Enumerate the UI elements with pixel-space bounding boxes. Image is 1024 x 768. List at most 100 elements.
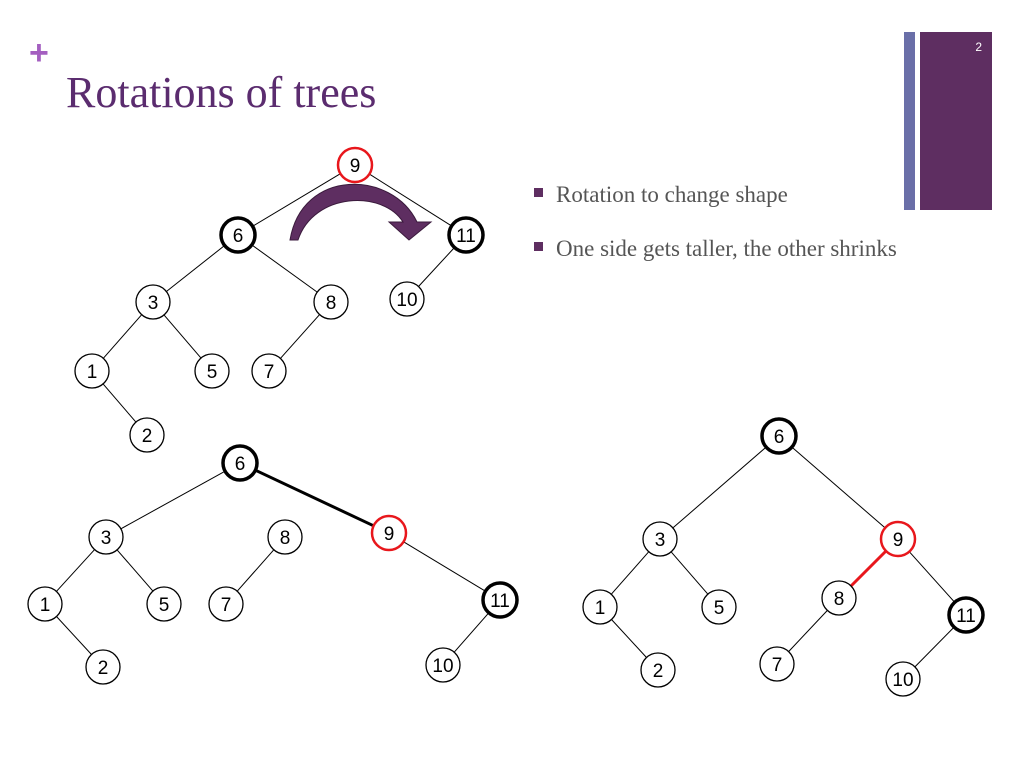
original-tree-edge bbox=[102, 314, 143, 359]
intermediate-tree-edge bbox=[120, 470, 226, 530]
node-label: 10 bbox=[892, 670, 913, 691]
node-circle bbox=[219, 216, 257, 254]
bullet-list: Rotation to change shape One side gets t… bbox=[534, 178, 904, 286]
intermediate-tree-edge bbox=[56, 616, 92, 655]
intermediate-tree-edge bbox=[403, 541, 486, 592]
node-label: 1 bbox=[40, 595, 51, 616]
node-circle bbox=[879, 520, 917, 558]
accent-bar-thin bbox=[904, 32, 915, 210]
node-circle bbox=[208, 586, 244, 622]
node-circle bbox=[267, 519, 303, 555]
bullet-text: Rotation to change shape bbox=[556, 182, 788, 207]
node-label: 6 bbox=[774, 427, 785, 448]
node-label: 11 bbox=[956, 606, 976, 627]
node-circle bbox=[370, 514, 408, 552]
intermediate-tree-node: 1 bbox=[27, 586, 63, 622]
node-circle bbox=[251, 353, 287, 389]
original-tree-node: 6 bbox=[219, 216, 257, 254]
rotated-tree-node: 6 bbox=[760, 417, 798, 455]
original-tree-edge bbox=[251, 244, 318, 293]
node-circle bbox=[760, 417, 798, 455]
bullet-item: Rotation to change shape bbox=[534, 178, 904, 212]
rotated-tree-node: 2 bbox=[640, 652, 676, 688]
node-circle bbox=[194, 353, 230, 389]
node-label: 6 bbox=[233, 226, 244, 247]
rotated-tree-edge bbox=[914, 626, 955, 668]
rotated-tree-edge bbox=[849, 549, 888, 588]
original-tree-edge bbox=[163, 314, 202, 359]
rotated-tree-edge bbox=[670, 551, 709, 595]
node-circle bbox=[947, 596, 985, 634]
original-tree-edge bbox=[252, 173, 341, 227]
slide-title: Rotations of trees bbox=[66, 68, 377, 117]
bullet-text: One side gets taller, the other shrinks bbox=[556, 236, 897, 261]
intermediate-tree-node: 11 bbox=[481, 581, 519, 619]
original-tree-node: 8 bbox=[313, 284, 349, 320]
intermediate-tree-edge bbox=[453, 612, 490, 653]
rotated-tree-node: 3 bbox=[642, 521, 678, 557]
intermediate-tree-node: 10 bbox=[425, 647, 461, 683]
node-label: 10 bbox=[432, 656, 453, 677]
intermediate-tree-node: 8 bbox=[267, 519, 303, 555]
node-circle bbox=[759, 646, 795, 682]
rotated-tree-node: 8 bbox=[821, 580, 857, 616]
node-circle bbox=[313, 284, 349, 320]
node-label: 11 bbox=[490, 591, 510, 612]
node-label: 1 bbox=[595, 598, 606, 619]
node-circle bbox=[74, 353, 110, 389]
original-tree-edge bbox=[280, 314, 320, 359]
intermediate-tree-edge bbox=[236, 549, 275, 592]
bullet-item: One side gets taller, the other shrinks bbox=[534, 232, 904, 266]
node-label: 3 bbox=[148, 293, 159, 314]
node-label: 5 bbox=[159, 595, 170, 616]
original-tree-edge bbox=[102, 383, 137, 423]
node-label: 7 bbox=[264, 362, 275, 383]
square-bullet-icon bbox=[534, 188, 543, 197]
node-circle bbox=[481, 581, 519, 619]
rotated-tree-node: 5 bbox=[701, 589, 737, 625]
node-circle bbox=[642, 521, 678, 557]
node-label: 7 bbox=[772, 655, 783, 676]
node-label: 9 bbox=[350, 156, 361, 177]
original-tree-node: 5 bbox=[194, 353, 230, 389]
node-label: 1 bbox=[87, 362, 98, 383]
node-circle bbox=[129, 417, 165, 453]
rotated-tree-edge bbox=[908, 551, 956, 603]
node-circle bbox=[27, 586, 63, 622]
node-circle bbox=[88, 519, 124, 555]
rotated-tree-edge bbox=[788, 610, 828, 652]
slide-number: 2 bbox=[975, 40, 982, 54]
intermediate-tree-node: 2 bbox=[85, 649, 121, 685]
original-tree-edge bbox=[166, 245, 225, 292]
node-label: 10 bbox=[396, 290, 417, 311]
intermediate-tree-node: 7 bbox=[208, 586, 244, 622]
node-circle bbox=[146, 586, 182, 622]
node-label: 3 bbox=[101, 528, 112, 549]
node-label: 8 bbox=[834, 589, 845, 610]
node-circle bbox=[425, 647, 461, 683]
node-circle bbox=[701, 589, 737, 625]
node-label: 2 bbox=[142, 426, 153, 447]
node-label: 9 bbox=[893, 530, 904, 551]
original-tree-node: 3 bbox=[135, 284, 171, 320]
node-label: 2 bbox=[653, 661, 664, 682]
rotated-tree-edge bbox=[791, 446, 886, 529]
original-tree-node: 11 bbox=[447, 216, 485, 254]
intermediate-tree-edge bbox=[116, 549, 154, 592]
intermediate-tree-node: 9 bbox=[370, 514, 408, 552]
rotated-tree-edge bbox=[672, 446, 767, 529]
intermediate-tree-node: 6 bbox=[221, 444, 259, 482]
original-tree-node: 7 bbox=[251, 353, 287, 389]
rotated-tree-edge bbox=[611, 619, 647, 658]
node-circle bbox=[85, 649, 121, 685]
node-label: 8 bbox=[280, 528, 291, 549]
node-circle bbox=[389, 281, 425, 317]
original-tree-node: 10 bbox=[389, 281, 425, 317]
accent-bar-wide bbox=[920, 32, 992, 210]
rotated-tree-node: 10 bbox=[885, 661, 921, 697]
node-label: 2 bbox=[98, 658, 109, 679]
node-circle bbox=[336, 146, 374, 184]
node-label: 11 bbox=[456, 226, 476, 247]
